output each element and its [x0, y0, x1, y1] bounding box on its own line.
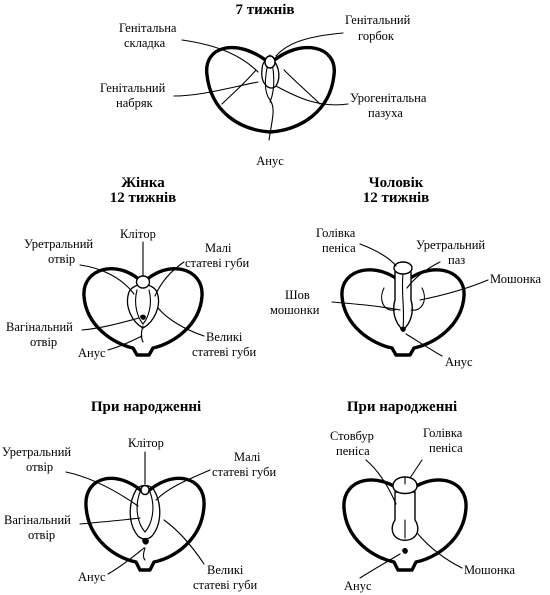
- label-mb-shaft-2: пеніса: [336, 444, 370, 458]
- label-genital-swelling-2: набряк: [116, 96, 154, 110]
- label-f12-urethral-1: Уретральний: [24, 237, 93, 251]
- label-f12-urethral-2: отвір: [48, 252, 75, 266]
- label-m12-scrotum: Мошонка: [490, 272, 542, 286]
- label-fb-urethral-1: Уретральний: [2, 445, 71, 459]
- title-female-12w-1: Жінка: [121, 175, 165, 191]
- label-m12-urethral-1: Уретральний: [416, 238, 485, 252]
- title-male-12w-1: Чоловік: [369, 175, 424, 191]
- label-f12-labia-majora-1: Великі: [206, 330, 243, 344]
- label-genital-tubercle-1: Генітальний: [345, 13, 411, 27]
- label-f12-labia-minora-2: статеві губи: [185, 256, 249, 270]
- title-female-birth: При народженні: [91, 399, 201, 415]
- stage-female-12-weeks: Жінка 12 тижнів Уретральний отвір Клітор…: [6, 175, 256, 360]
- title-female-12w-2: 12 тижнів: [110, 190, 177, 206]
- label-m12-raphe-2: мошонки: [270, 303, 320, 317]
- diagram-7-weeks: [205, 46, 336, 141]
- label-mb-scrotum: Мошонка: [464, 563, 516, 577]
- stage-male-12-weeks: Чоловік 12 тижнів Голівка пеніса Уретрал…: [270, 175, 542, 369]
- label-fb-labia-minora-1: Малі: [234, 450, 261, 464]
- label-genital-tubercle-2: горбок: [358, 29, 395, 43]
- label-f12-anus: Анус: [78, 346, 106, 360]
- label-fb-labia-majora-1: Великі: [207, 563, 244, 577]
- label-f12-vaginal-1: Вагінальний: [6, 320, 73, 334]
- label-mb-anus: Анус: [344, 579, 372, 593]
- label-m12-urethral-2: паз: [448, 253, 465, 267]
- label-f12-clitoris: Клітор: [120, 227, 156, 241]
- label-fb-clitoris: Клітор: [128, 436, 164, 450]
- label-anus-7w: Анус: [256, 154, 284, 168]
- label-f12-labia-majora-2: статеві губи: [192, 345, 256, 359]
- label-fb-anus: Анус: [78, 570, 106, 584]
- stage-male-birth: При народженні Стовбур пеніса Голівка пе…: [330, 399, 516, 593]
- label-mb-shaft-1: Стовбур: [330, 429, 374, 443]
- label-fb-vaginal-2: отвір: [28, 528, 55, 542]
- title-male-birth: При народженні: [347, 399, 457, 415]
- label-fb-labia-majora-2: статеві губи: [193, 578, 257, 592]
- label-fb-vaginal-1: Вагінальний: [4, 513, 71, 527]
- label-mb-glans-1: Голівка: [423, 426, 463, 440]
- label-f12-vaginal-2: отвір: [30, 335, 57, 349]
- diagram-female-12-weeks: [82, 267, 204, 357]
- label-m12-glans-2: пеніса: [322, 241, 356, 255]
- diagram-female-birth: [84, 476, 206, 572]
- label-urogenital-groove-2: пазуха: [368, 106, 403, 120]
- diagram-male-birth: [342, 476, 468, 572]
- label-genital-fold-1: Генітальна: [119, 21, 177, 35]
- stage-7-weeks: 7 тижнів Генітальна складка Генітальний …: [100, 2, 427, 168]
- stage-female-birth: При народженні Уретральний отвір Клітор …: [2, 399, 276, 592]
- title-7-weeks: 7 тижнів: [235, 2, 294, 18]
- label-m12-raphe-1: Шов: [285, 288, 310, 302]
- label-genital-fold-2: складка: [124, 36, 166, 50]
- label-m12-anus: Анус: [445, 355, 473, 369]
- label-genital-swelling-1: Генітальний: [100, 81, 166, 95]
- label-urogenital-groove-1: Урогенітальна: [350, 91, 427, 105]
- label-fb-labia-minora-2: статеві губи: [212, 465, 276, 479]
- title-male-12w-2: 12 тижнів: [363, 190, 430, 206]
- label-f12-labia-minora-1: Малі: [205, 241, 232, 255]
- diagram-male-12-weeks: [340, 261, 466, 357]
- label-mb-glans-2: пеніса: [429, 441, 463, 455]
- label-m12-glans-1: Голівка: [316, 226, 356, 240]
- label-fb-urethral-2: отвір: [26, 460, 53, 474]
